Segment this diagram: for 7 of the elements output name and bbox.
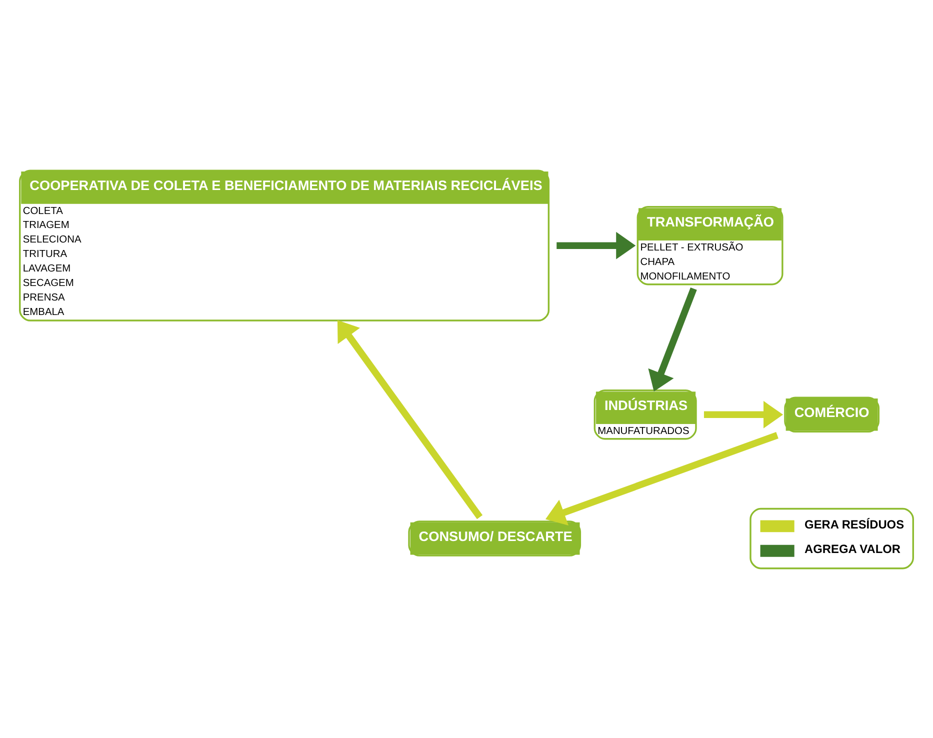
legend-label: GERA RESÍDUOS bbox=[804, 516, 904, 531]
arrow bbox=[648, 286, 697, 392]
arrow bbox=[556, 231, 636, 259]
legend-label: AGREGA VALOR bbox=[804, 542, 900, 556]
arrow bbox=[704, 400, 784, 428]
arrow bbox=[545, 432, 778, 525]
arrow bbox=[337, 320, 483, 519]
